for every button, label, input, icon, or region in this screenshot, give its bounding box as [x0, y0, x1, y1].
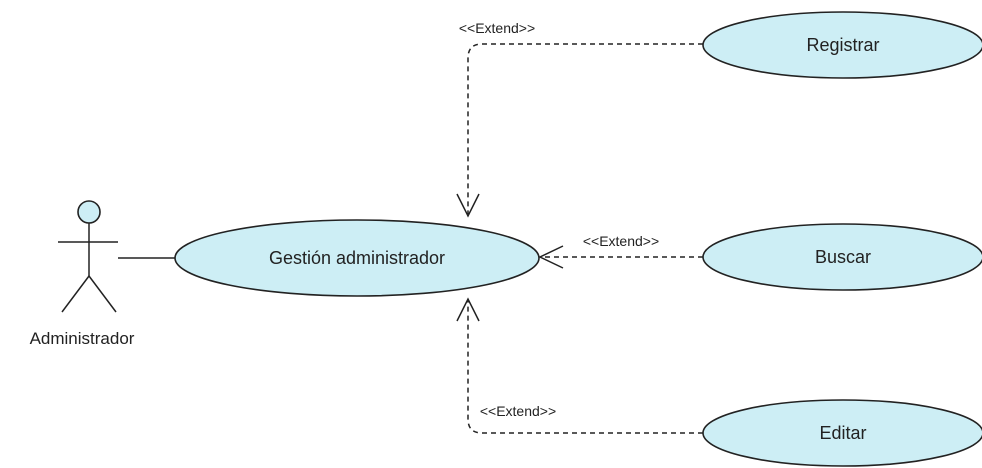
extend-editar-label: <<Extend>>	[480, 403, 556, 419]
usecase-registrar-shape	[702, 11, 982, 79]
actor-left-leg	[61, 275, 90, 313]
extend-editar: <<Extend>>	[456, 297, 703, 434]
usecase-registrar-label: Registrar	[806, 35, 879, 55]
usecase-gestion-shape	[174, 219, 540, 297]
extend-editar-line	[467, 300, 703, 434]
extend-buscar: <<Extend>>	[538, 233, 703, 269]
extend-buscar-label: <<Extend>>	[583, 233, 659, 249]
extend-registrar: <<Extend>>	[456, 20, 703, 218]
usecase-gestion-administrador[interactable]: Gestión administrador	[174, 219, 540, 297]
extend-registrar-arrow	[456, 193, 480, 218]
usecase-buscar[interactable]: Buscar	[702, 223, 982, 291]
actor-head	[77, 200, 101, 224]
usecase-buscar-label: Buscar	[815, 247, 871, 267]
actor-label: Administrador	[30, 329, 135, 348]
extend-registrar-label: <<Extend>>	[459, 20, 535, 36]
extend-registrar-line	[467, 43, 703, 214]
usecase-registrar[interactable]: Registrar	[702, 11, 982, 79]
usecase-gestion-label: Gestión administrador	[269, 248, 445, 268]
actor-right-leg	[88, 275, 117, 313]
usecase-editar-label: Editar	[819, 423, 866, 443]
actor-administrador[interactable]: Administrador	[30, 200, 135, 348]
extend-buscar-arrow	[538, 245, 564, 269]
extend-editar-arrow	[456, 297, 480, 322]
usecase-editar[interactable]: Editar	[702, 399, 982, 467]
